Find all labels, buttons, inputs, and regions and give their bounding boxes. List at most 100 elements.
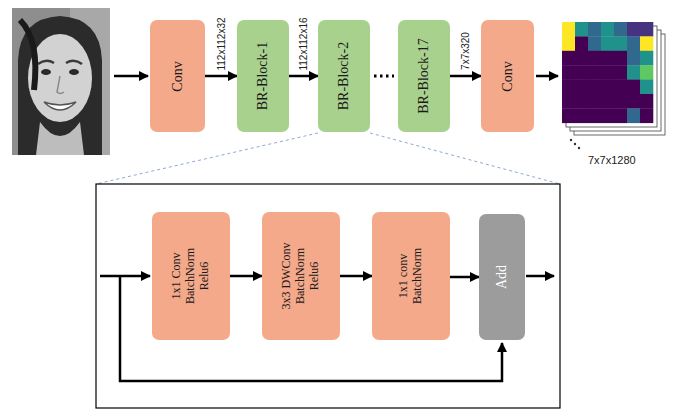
feature-cell	[562, 51, 575, 66]
detail-frame	[96, 184, 560, 408]
rotated-text-holder: BR-Block-1	[237, 20, 289, 132]
feature-cell	[562, 36, 575, 51]
feature-cell	[575, 65, 588, 80]
feature-map-stack	[566, 26, 665, 135]
block-input-arrow	[100, 275, 150, 278]
output-size-label: 7x7x1280	[588, 154, 636, 166]
feature-cell	[588, 51, 601, 66]
connector-arrow	[205, 75, 237, 78]
rotated-text-holder: Add	[479, 214, 525, 340]
box-text: BR-Block-17	[416, 38, 432, 113]
feature-cell	[614, 108, 627, 123]
feature-cell	[601, 94, 614, 109]
feature-cell	[562, 22, 575, 37]
layer-box: 1x1 convBatchNorm	[372, 212, 450, 340]
feature-cell	[601, 80, 614, 95]
box-text: BatchNorm	[184, 248, 198, 304]
rotated-text-holder: BR-Block-2	[318, 20, 370, 132]
feature-cell	[575, 22, 588, 37]
box-text: Conv	[499, 61, 515, 91]
feature-cell	[575, 94, 588, 109]
rotated-text-holder: BR-Block-17	[398, 20, 450, 132]
block-box: BR-Block-17	[398, 20, 450, 132]
box-text: Relu6	[308, 262, 322, 291]
feature-cell	[588, 22, 601, 37]
connector-arrow	[230, 275, 262, 278]
block-box: BR-Block-1	[237, 20, 289, 132]
feature-cell	[640, 22, 653, 37]
rotated-text-holder: Conv	[150, 20, 205, 132]
feature-cell	[562, 94, 575, 109]
block-box: BR-Block-2	[318, 20, 370, 132]
feature-cell	[627, 108, 640, 123]
box-text: BR-Block-2	[336, 42, 352, 110]
feature-cell	[640, 108, 653, 123]
feature-cell	[588, 36, 601, 51]
box-text: BR-Block-1	[255, 42, 271, 110]
feature-cell	[614, 22, 627, 37]
box-text: Add	[494, 265, 510, 289]
feature-cell	[627, 94, 640, 109]
feature-cell	[562, 80, 575, 95]
input-arrow	[114, 75, 148, 78]
box-text: BatchNorm	[294, 248, 308, 304]
rotated-text-holder: 1x1 convBatchNorm	[372, 212, 450, 340]
feature-cell	[601, 108, 614, 123]
feature-cell	[627, 51, 640, 66]
feature-cell	[640, 65, 653, 80]
feature-cell	[575, 80, 588, 95]
box-text: 3x3 DWConv	[280, 243, 294, 310]
feature-cell	[614, 94, 627, 109]
feature-cell	[640, 36, 653, 51]
feature-cell	[614, 36, 627, 51]
feature-cell	[640, 94, 653, 109]
rotated-text-holder: Conv	[481, 20, 534, 132]
feature-cell	[601, 22, 614, 37]
layer-box: 1x1 ConvBatchNormRelu6	[152, 212, 230, 340]
box-text: Conv	[169, 61, 185, 91]
feature-cell	[601, 65, 614, 80]
feature-cell	[575, 36, 588, 51]
tensor-size-label: 112x112x32	[215, 17, 227, 70]
connector-arrow	[450, 75, 481, 78]
feature-cell	[614, 80, 627, 95]
face-photo	[12, 8, 110, 155]
box-text: 1x1 Conv	[170, 253, 184, 300]
feature-cell	[575, 108, 588, 123]
block-output-arrow	[526, 275, 554, 278]
feature-cell	[627, 36, 640, 51]
feature-cell	[601, 36, 614, 51]
add-box: Add	[479, 214, 525, 340]
feature-cell	[614, 51, 627, 66]
feature-cell	[575, 51, 588, 66]
tensor-size-label: 7x7x320	[459, 32, 471, 70]
feature-cell	[588, 65, 601, 80]
layer-box: 3x3 DWConvBatchNormRelu6	[262, 212, 340, 340]
output-arrow	[536, 75, 558, 78]
stack-dots	[570, 139, 580, 149]
zoom-line	[370, 133, 560, 184]
feature-cell	[588, 108, 601, 123]
zoom-line	[96, 133, 318, 184]
feature-cell	[627, 80, 640, 95]
tensor-size-label: 112x112x16	[298, 17, 310, 70]
connector-arrow	[450, 276, 479, 279]
rotated-text-holder: 3x3 DWConvBatchNormRelu6	[262, 212, 340, 340]
feature-cell	[562, 108, 575, 123]
feature-cell	[588, 94, 601, 109]
box-text: BatchNorm	[411, 248, 425, 304]
feature-cell	[627, 22, 640, 37]
conv-box: Conv	[150, 20, 205, 132]
rotated-text-holder: 1x1 ConvBatchNormRelu6	[152, 212, 230, 340]
box-text: 1x1 conv	[397, 254, 411, 298]
feature-cell	[588, 80, 601, 95]
connector-arrow	[289, 75, 318, 78]
feature-cell	[627, 65, 640, 80]
feature-map	[562, 22, 653, 123]
feature-cell	[640, 51, 653, 66]
connector-arrow	[374, 75, 394, 78]
feature-cell	[614, 65, 627, 80]
feature-cell	[601, 51, 614, 66]
feature-cell	[562, 65, 575, 80]
box-text: Relu6	[198, 262, 212, 291]
